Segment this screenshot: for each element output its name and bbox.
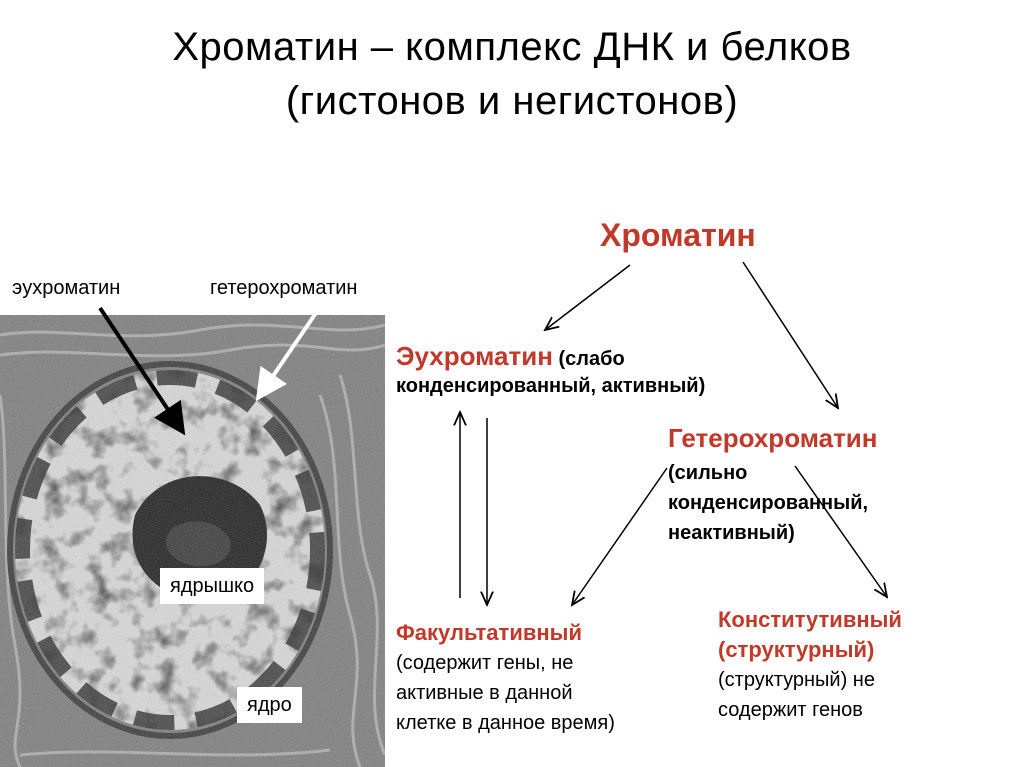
arrow-hetero-to-facultative [572,468,667,605]
heterochromatin-name: Гетерохроматин [668,422,878,454]
arrow-root-to-hetero [743,262,838,408]
facultative-desc-2: активные в данной [396,678,615,708]
nucleus-micrograph [0,315,385,767]
constitutive-name-2: (структурный) [718,635,902,665]
facultative-name: Факультативный [396,620,582,646]
heterochromatin-desc-2: конденсированный, [668,488,868,518]
constitutive-desc-1: (структурный) не [718,665,902,695]
euchromatin-node: Эухроматин (слабо [396,340,625,375]
heterochromatin-desc: (сильно конденсированный, неактивный) [668,458,868,548]
micrograph-grain [0,315,385,767]
title-line-1: Хроматин – комплекс ДНК и белков [0,20,1024,74]
slide-title: Хроматин – комплекс ДНК и белков (гистон… [0,20,1024,128]
heterochromatin-desc-3: неактивный) [668,518,868,548]
constitutive-desc-2: содержит генов [718,695,902,725]
euchromatin-desc-2: конденсированный, активный) [396,374,705,398]
arrow-root-to-eu [545,265,630,330]
constitutive-name-1: Конститутивный [718,605,902,635]
euchromatin-desc-1: (слабо [553,348,625,370]
nucleolus-label: ядрышко [160,568,264,604]
facultative-desc: (содержит гены, не активные в данной кле… [396,648,615,738]
euchromatin-name: Эухроматин [396,341,553,371]
nucleus-label: ядро [237,687,302,723]
facultative-desc-3: клетке в данное время) [396,708,615,738]
title-line-2: (гистонов и негистонов) [0,74,1024,128]
facultative-desc-1: (содержит гены, не [396,648,615,678]
euchromatin-label: эухроматин [12,276,120,300]
heterochromatin-desc-1: (сильно [668,458,868,488]
chromatin-root: Хроматин [600,215,756,255]
constitutive-node: Конститутивный (структурный) (структурны… [718,605,902,725]
heterochromatin-label: гетерохроматин [210,276,357,300]
